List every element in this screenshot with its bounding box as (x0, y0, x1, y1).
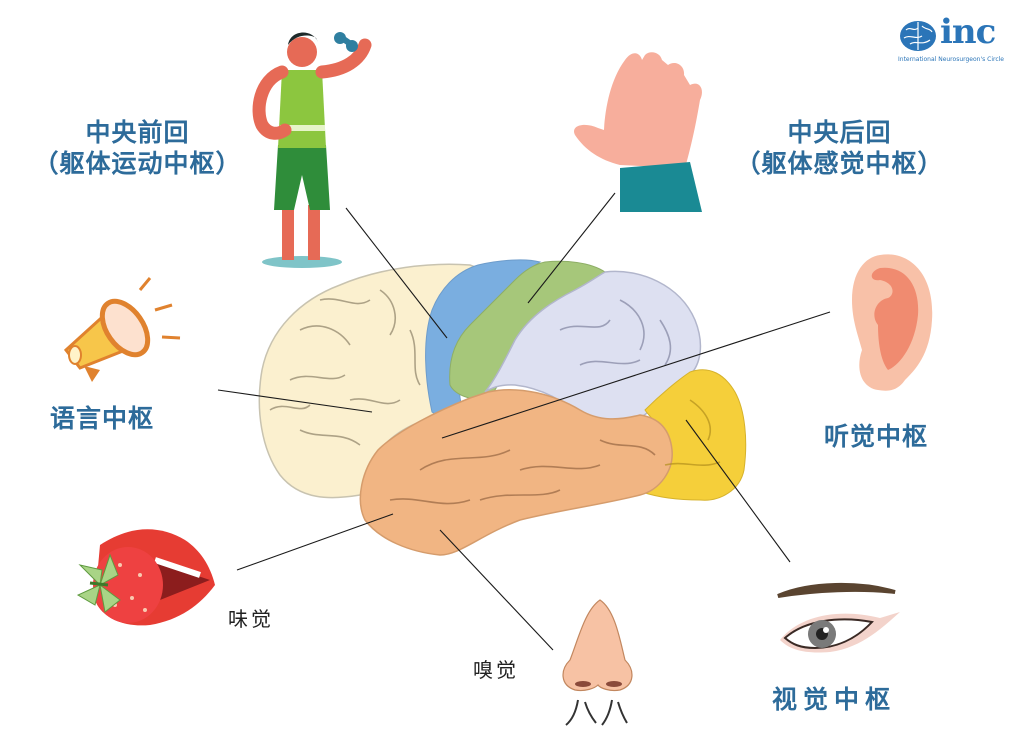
nose-icon (562, 599, 633, 726)
leader-precentral (345, 207, 448, 339)
leader-lines (217, 192, 831, 651)
leader-smell (439, 529, 554, 651)
leader-postcentral (527, 192, 616, 304)
logo-subtitle: International Neurosurgeon's Circle (898, 56, 1004, 63)
temporal-lobe (359, 388, 673, 556)
label-precentral-subtitle: （躯体运动中枢） (33, 148, 242, 178)
inc-logo: inc International Neurosurgeon's Circle (898, 12, 1008, 68)
megaphone-icon (63, 277, 181, 382)
leader-language (217, 389, 373, 413)
hand-icon (574, 52, 702, 212)
leader-auditory (441, 311, 831, 439)
label-postcentral-subtitle: （躯体感觉中枢） (735, 148, 944, 178)
label-postcentral: 中央后回 （躯体感觉中枢） (722, 118, 957, 179)
leader-taste (236, 513, 394, 571)
label-visual: 视觉中枢 (772, 685, 897, 714)
label-precentral-title: 中央前回 (85, 118, 190, 147)
label-language: 语言中枢 (50, 404, 155, 433)
label-taste: 味觉 (228, 607, 274, 631)
label-postcentral-title: 中央后回 (787, 118, 892, 147)
logo-text: inc (940, 12, 996, 52)
eye-icon (777, 582, 900, 653)
athlete-icon (252, 32, 372, 268)
ear-icon (852, 254, 933, 391)
label-smell: 嗅觉 (473, 658, 519, 682)
leader-visual (685, 419, 791, 563)
label-precentral: 中央前回 （躯体运动中枢） (25, 118, 250, 179)
mouth-strawberry-icon (76, 529, 215, 626)
brain-logo-icon (900, 21, 936, 51)
label-auditory: 听觉中枢 (824, 422, 929, 451)
brain-sulci (269, 289, 421, 446)
